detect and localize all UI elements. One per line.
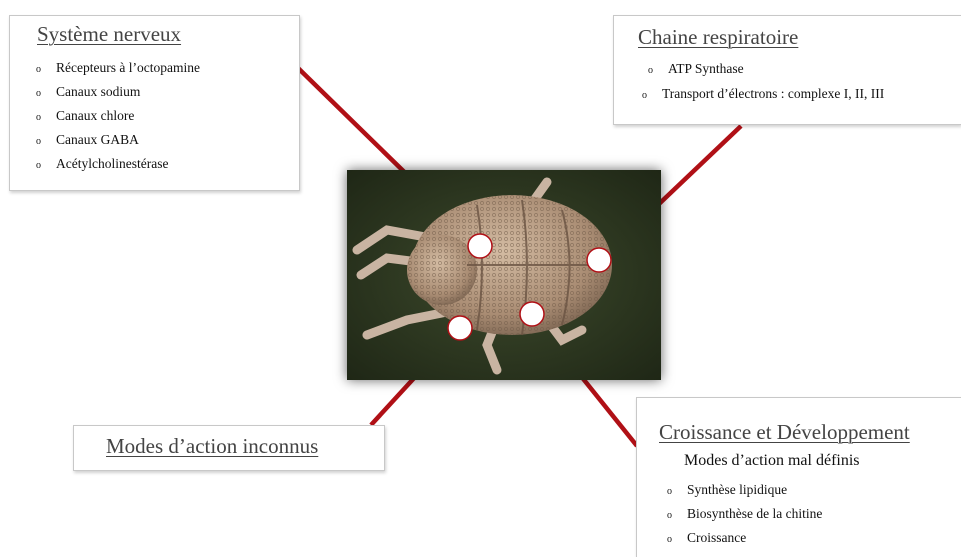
nervous-system-title: Système nerveux — [37, 22, 181, 47]
list-item: Canaux GABA — [36, 128, 200, 152]
nervous-system-box: Système nerveux Récepteurs à l’octopamin… — [9, 15, 300, 191]
respiratory-chain-title: Chaine respiratoire — [638, 25, 798, 50]
marker-respiratory — [587, 248, 611, 272]
list-item: Synthèse lipidique — [667, 478, 822, 502]
unknown-modes-box: Modes d’action inconnus — [73, 425, 385, 471]
marker-nervous — [468, 234, 492, 258]
mite-photo — [347, 170, 661, 380]
list-item: Acétylcholinestérase — [36, 152, 200, 176]
marker-unknown — [448, 316, 472, 340]
list-item: Croissance — [667, 526, 822, 550]
list-item: Récepteurs à l’octopamine — [36, 56, 200, 80]
list-item: Biosynthèse de la chitine — [667, 502, 822, 526]
marker-growth — [520, 302, 544, 326]
growth-development-subtitle: Modes d’action mal définis — [684, 452, 860, 470]
respiratory-chain-list: ATP Synthase Transport d’électrons : com… — [648, 56, 884, 106]
list-item: Transport d’électrons : complexe I, II, … — [642, 81, 884, 106]
list-item: Canaux chlore — [36, 104, 200, 128]
growth-development-title: Croissance et Développement — [659, 420, 910, 445]
list-item: ATP Synthase — [648, 56, 884, 81]
growth-development-box: Croissance et Développement Modes d’acti… — [636, 397, 961, 557]
list-item: Canaux sodium — [36, 80, 200, 104]
respiratory-chain-box: Chaine respiratoire ATP Synthase Transpo… — [613, 15, 961, 125]
nervous-system-list: Récepteurs à l’octopamine Canaux sodium … — [36, 56, 200, 176]
unknown-modes-title: Modes d’action inconnus — [106, 434, 318, 459]
growth-development-list: Synthèse lipidique Biosynthèse de la chi… — [667, 478, 822, 550]
